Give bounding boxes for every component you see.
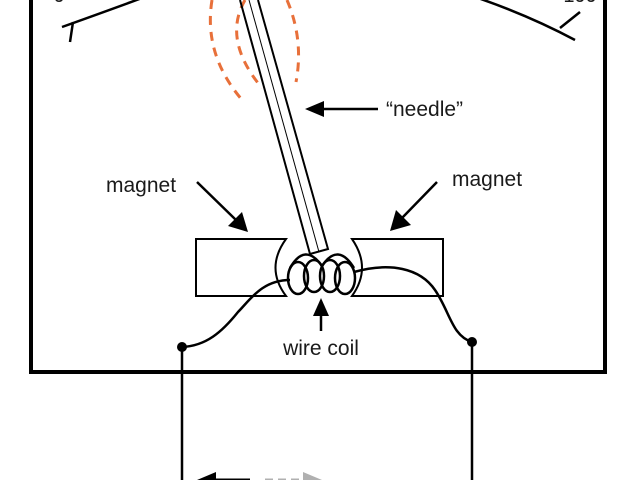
magnet-left-arrow-shaft (196, 181, 237, 221)
scale-min-label: 0 (53, 0, 64, 7)
needle-label-arrowhead (305, 101, 324, 117)
wire-coil (286, 253, 357, 296)
scale-tick-min (68, 21, 75, 43)
scale-arc-right (479, 0, 576, 42)
magnet-right-label: magnet (452, 168, 522, 191)
lead-wire-right (353, 266, 473, 344)
coil-label-arrowhead (313, 298, 329, 316)
scale-tick-max (559, 11, 581, 29)
magnet-left-label: magnet (106, 174, 176, 197)
magnet-left-arrowhead (228, 212, 248, 232)
needle (239, 0, 330, 256)
coil-label: wire coil (282, 337, 359, 360)
magnet-right-arrow-shaft (401, 181, 438, 219)
meter-housing (29, 0, 607, 374)
lead-wire-left (181, 278, 291, 349)
scale-max-label: 100 (563, 0, 596, 7)
needle-label: “needle” (386, 98, 463, 121)
current-arrow-right (265, 472, 322, 480)
magnet-left (195, 238, 288, 297)
needle-motion-lines (208, 0, 301, 102)
current-arrow-left (197, 472, 250, 480)
magnet-right-arrowhead (390, 210, 411, 231)
